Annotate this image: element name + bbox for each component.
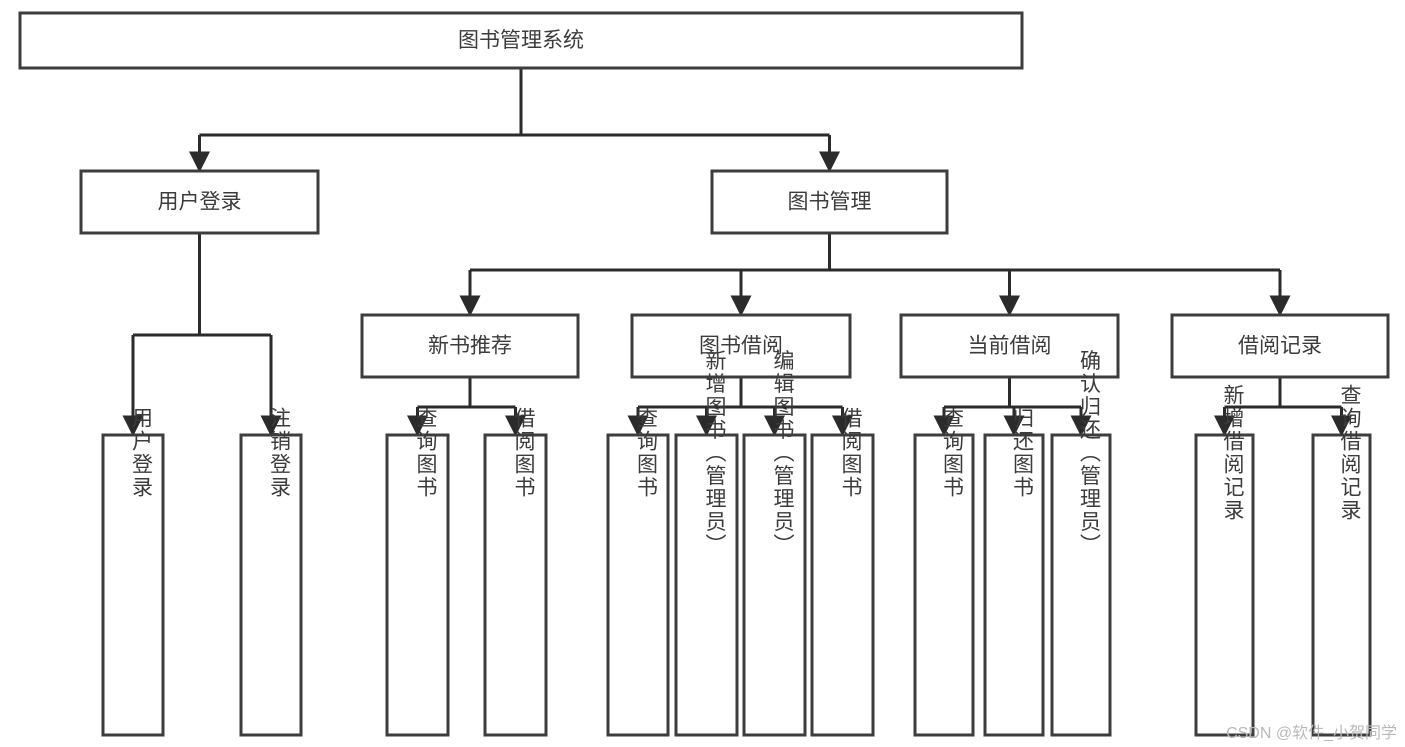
node-label-new-book-rec: 新书推荐 [428,335,512,358]
node-label-leaf-add-record: 新增借阅记录 [1221,384,1245,522]
node-label-leaf-query-record: 查询借阅记录 [1338,384,1362,522]
node-box-leaf-add-book[interactable] [674,433,739,737]
node-label-leaf-borrow-book-rec: 借阅图书 [512,407,536,499]
node-box-leaf-borrow-book-rec[interactable] [483,433,548,737]
node-label-leaf-add-book: 新增图书（管理员） [703,350,727,557]
node-box-user-login[interactable] [79,169,320,235]
node-box-leaf-query-book-brw[interactable] [606,433,670,737]
node-label-leaf-query-book-brw: 查询图书 [635,407,659,499]
node-box-new-book-rec[interactable] [360,313,580,379]
node-box-leaf-logout[interactable] [239,433,303,737]
node-label-leaf-logout: 注销登录 [268,407,292,499]
node-labels: 图书管理系统用户登录图书管理新书推荐图书借阅当前借阅借阅记录用户登录注销登录查询… [130,29,1362,556]
node-label-leaf-return-book: 归还图书 [1011,407,1035,499]
node-box-leaf-query-book-cur[interactable] [913,433,975,737]
node-box-current-borrow[interactable] [899,313,1120,379]
node-box-leaf-query-book-rec[interactable] [385,433,450,737]
node-box-leaf-borrow-book[interactable] [810,433,875,737]
node-label-borrow-record: 借阅记录 [1238,335,1322,358]
node-box-leaf-return-book[interactable] [983,433,1045,737]
node-box-leaf-query-record[interactable] [1311,433,1372,737]
node-box-leaf-user-login[interactable] [101,433,165,737]
node-label-leaf-query-book-cur: 查询图书 [941,407,965,499]
node-label-root: 图书管理系统 [458,29,584,52]
node-label-leaf-user-login: 用户登录 [130,407,154,499]
node-label-book-manage: 图书管理 [788,191,872,214]
node-box-book-borrow[interactable] [630,313,852,379]
node-box-leaf-add-record[interactable] [1194,433,1255,737]
node-label-leaf-confirm-return: 确认归还（管理员） [1078,350,1102,557]
node-box-root[interactable] [18,11,1024,70]
node-box-borrow-record[interactable] [1170,313,1390,379]
node-label-leaf-query-book-rec: 查询图书 [414,407,438,499]
node-boxes [18,11,1390,737]
node-label-current-borrow: 当前借阅 [968,335,1052,358]
node-label-leaf-edit-book: 编辑图书（管理员） [771,350,795,557]
node-box-book-manage[interactable] [710,169,949,235]
node-label-leaf-borrow-book: 借阅图书 [839,407,863,499]
node-label-book-borrow: 图书借阅 [699,335,783,358]
node-label-user-login: 用户登录 [158,191,242,214]
node-box-leaf-edit-book[interactable] [742,433,807,737]
node-box-leaf-confirm-return[interactable] [1050,433,1112,737]
connector-lines [122,68,1352,437]
